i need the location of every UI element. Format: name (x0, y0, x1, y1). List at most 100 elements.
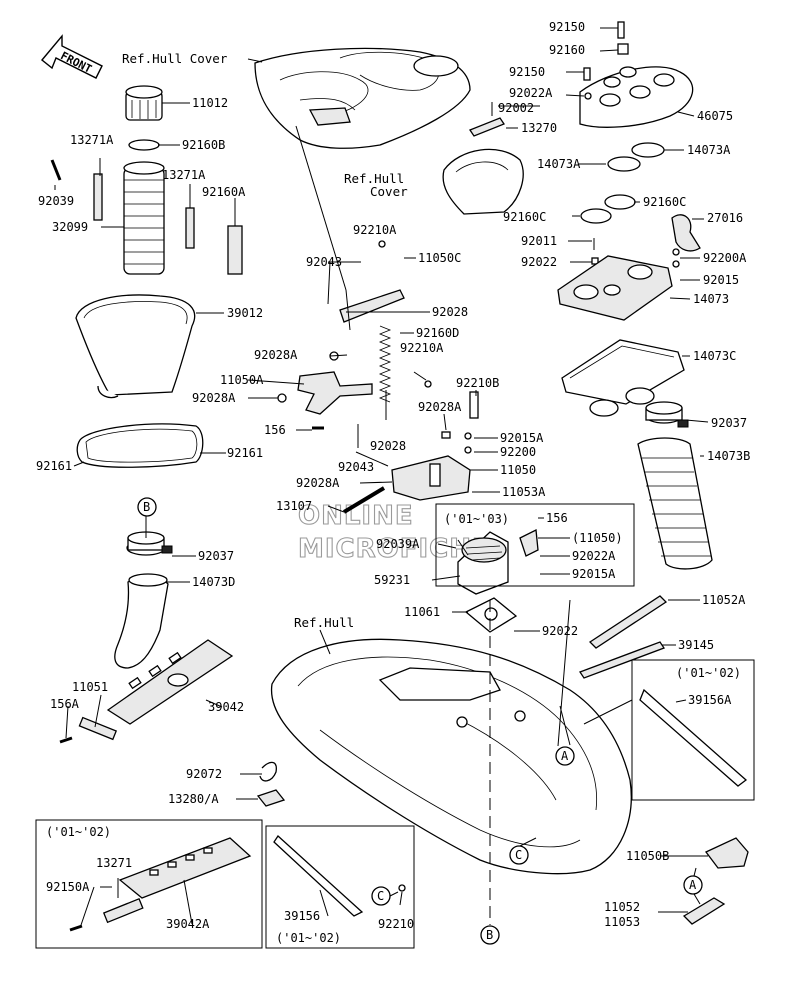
note-0102-right: ('01~'02) (676, 666, 741, 680)
watermark-line-2: MICROFICHE (298, 534, 491, 564)
label-14073c: 14073C (693, 349, 736, 363)
label-13280a: 13280/A (168, 792, 219, 806)
label-156: 156 (546, 511, 568, 525)
pin-part (50, 159, 62, 181)
label-92028a: 92028A (254, 348, 298, 362)
ring-part (604, 194, 636, 210)
ref-hull-cover-mid-1: Ref.Hull (344, 171, 404, 186)
label-92022: 92022 (521, 255, 557, 269)
label-92043: 92043 (306, 255, 342, 269)
label-32099: 32099 (52, 220, 88, 234)
label-92043: 92043 (338, 460, 374, 474)
label-92160b: 92160B (182, 138, 225, 152)
label-92028: 92028 (370, 439, 406, 453)
pad-part (227, 225, 243, 275)
label-11050c: 11050C (418, 251, 461, 265)
label-59231: 59231 (374, 573, 410, 587)
label-92160: 92160 (549, 43, 585, 57)
label-14073a: 14073A (537, 157, 581, 171)
pad-part (639, 688, 748, 787)
label-92028a: 92028A (418, 400, 462, 414)
label-92160a: 92160A (202, 185, 246, 199)
label-92011: 92011 (521, 234, 557, 248)
bracket-part (704, 837, 749, 869)
spring-part (378, 325, 392, 403)
label-92039: 92039 (38, 194, 74, 208)
strip-part (579, 641, 665, 679)
watermark: ONLINE MICROFICHE (297, 500, 491, 564)
ref-hull-cover-top: Ref.Hull Cover (122, 51, 228, 66)
label-14073b: 14073B (707, 449, 750, 463)
label-13107: 13107 (276, 499, 312, 513)
label-11061: 11061 (404, 605, 440, 619)
label-92022a: 92022A (572, 549, 616, 563)
hull-cover-part (254, 47, 471, 149)
label-92015a: 92015A (572, 567, 616, 581)
label-92200a: 92200A (703, 251, 747, 265)
label-156a: 156A (50, 697, 80, 711)
label-92028: 92028 (432, 305, 468, 319)
label-92015a: 92015A (500, 431, 544, 445)
label-156: 156 (264, 423, 286, 437)
note-box-0102-pad (265, 825, 415, 949)
label-11012: 11012 (192, 96, 228, 110)
label-11052: 11052 (604, 900, 640, 914)
label-92160d: 92160D (416, 326, 459, 340)
label-39156a: 39156A (688, 693, 732, 707)
label-92200: 92200 (500, 445, 536, 459)
label-92037: 92037 (198, 549, 234, 563)
label-92160c: 92160C (503, 210, 546, 224)
label-92160c: 92160C (643, 195, 686, 209)
label-92150: 92150 (509, 65, 545, 79)
bolt-part (342, 486, 386, 514)
clip-part (259, 761, 277, 782)
storage-bin-part (75, 294, 196, 399)
bracket-part (339, 289, 405, 323)
circle-b-bottom: B (486, 928, 493, 942)
strip-part (588, 595, 668, 649)
clamp-part (645, 401, 689, 428)
airbox-base-part (561, 339, 685, 417)
label-plate-part (256, 789, 286, 807)
circle-c-box: C (377, 889, 384, 903)
strip-part (93, 173, 103, 221)
reference-circles: B A C C A B (137, 497, 703, 945)
label-11052a: 11052A (702, 593, 746, 607)
label-46075: 46075 (697, 109, 733, 123)
label-11050-paren: (11050) (572, 531, 623, 545)
label-27016: 27016 (707, 211, 743, 225)
o-ring-part (128, 139, 160, 151)
strip-part (102, 897, 144, 924)
label-92210a: 92210A (400, 341, 444, 355)
label-92210: 92210 (378, 917, 414, 931)
label-92210b: 92210B (456, 376, 499, 390)
label-14073: 14073 (693, 292, 729, 306)
label-92002: 92002 (498, 101, 534, 115)
mat-part (118, 837, 252, 899)
vent-part (457, 531, 509, 595)
circle-a-right: A (689, 878, 697, 892)
label-14073a: 14073A (687, 143, 731, 157)
label-92161: 92161 (227, 446, 263, 460)
label-92015: 92015 (703, 273, 739, 287)
label-39042a: 39042A (166, 917, 210, 931)
filler-pipe-part (123, 161, 165, 275)
inner-cover-part (442, 148, 524, 215)
strap-part (469, 117, 505, 137)
label-13271: 13271 (96, 856, 132, 870)
label-13271a: 13271A (70, 133, 114, 147)
bellows-part (637, 437, 713, 570)
label-11050a: 11050A (220, 373, 264, 387)
leader-lines (54, 27, 709, 929)
label-39145: 39145 (678, 638, 714, 652)
part-labels: 92150 92160 92150 92022A 92002 13270 460… (36, 20, 750, 931)
latch-part (391, 455, 471, 501)
label-92150: 92150 (549, 20, 585, 34)
label-11053a: 11053A (502, 485, 546, 499)
label-92028a: 92028A (192, 391, 236, 405)
airbox-part (557, 255, 673, 321)
note-0102-box1: ('01~'02) (46, 825, 111, 839)
label-92210a: 92210A (353, 223, 397, 237)
label-13271a: 13271A (162, 168, 206, 182)
strip-part (682, 897, 726, 925)
